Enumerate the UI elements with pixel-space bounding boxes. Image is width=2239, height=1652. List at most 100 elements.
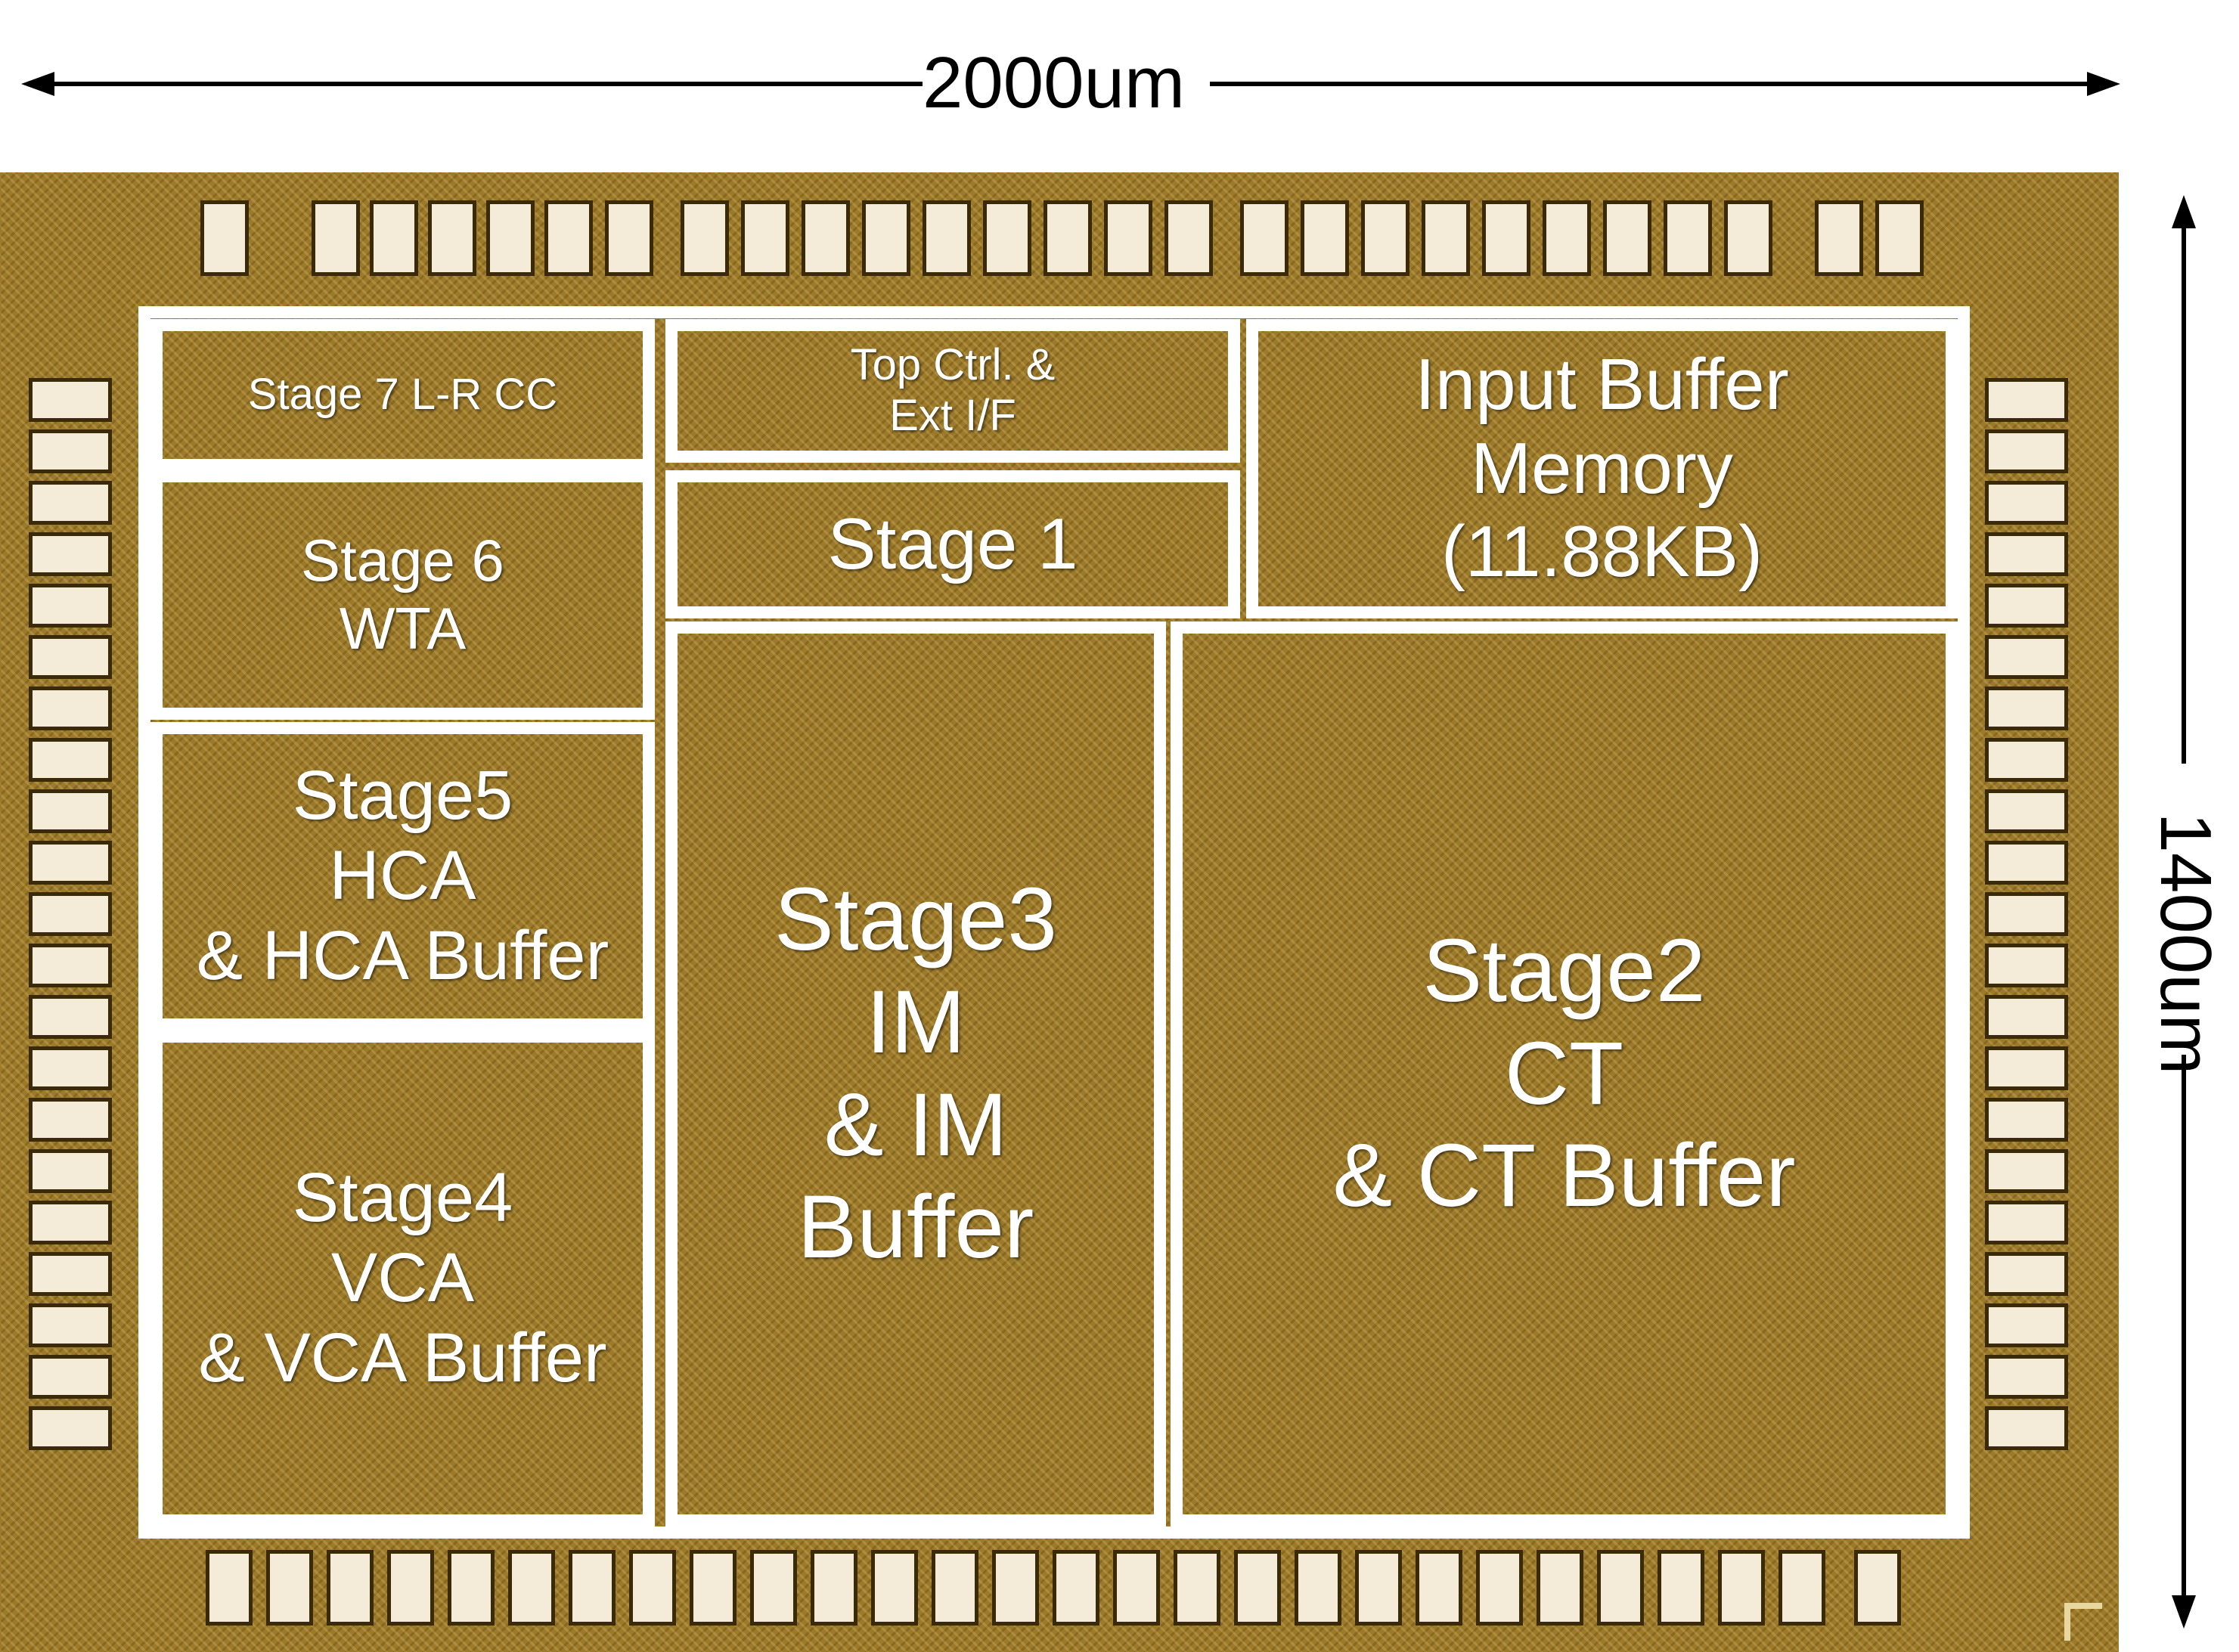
width-arrow-right-head [2087,72,2120,96]
bond-pad [1113,1550,1160,1626]
bond-pad [1985,532,2068,576]
bond-pad [1985,429,2068,473]
bond-pad [1854,1550,1901,1626]
bond-pad [750,1550,797,1626]
block-label-line: Stage4 [292,1159,513,1237]
bond-pad [486,200,535,276]
block-label-line: & IM [823,1074,1008,1175]
block-label-line: Stage 7 L-R CC [247,370,558,420]
bond-pad [370,200,418,276]
bond-pad [29,378,112,422]
bond-pad [1985,841,2068,885]
bond-pad [1543,200,1591,276]
bond-pad [200,200,249,276]
bond-pad [1815,200,1863,276]
bond-pad [1482,200,1530,276]
block-label-line: Input Buffer [1415,344,1789,426]
bond-pad [1985,892,2068,936]
bond-pad [1355,1550,1402,1626]
height-dimension-line-top [2182,219,2186,764]
bond-pad [206,1550,253,1626]
bond-pad [983,200,1031,276]
bond-pad [29,995,112,1039]
bond-pad [29,1149,112,1193]
bond-pad [29,841,112,885]
bond-pad [811,1550,857,1626]
height-dimension-line-bottom [2182,1055,2186,1599]
bond-pad [1985,378,2068,422]
chip-die [0,172,2119,1652]
bond-pad [569,1550,616,1626]
bond-pad [266,1550,313,1626]
width-dimension-line-left [45,82,923,86]
bond-pad [1718,1550,1765,1626]
block-label-line: Buffer [797,1177,1034,1278]
bond-pad [802,200,850,276]
bond-pad [1985,584,2068,628]
block-label-line: HCA [329,837,476,915]
bond-pad [605,200,653,276]
block-label-line: Stage5 [292,757,513,835]
bond-pad [1985,1046,2068,1090]
bond-pad [29,1252,112,1296]
bond-pad [1164,200,1213,276]
block-stage7-lr-cc: Stage 7 L-R CC [150,319,655,471]
bond-pad [29,738,112,782]
bond-pad [1537,1550,1583,1626]
bond-pad [871,1550,918,1626]
block-label-line: Stage3 [774,869,1057,970]
block-top-ctrl-ext-if: Top Ctrl. &Ext I/F [665,319,1240,463]
width-dimension-label: 2000um [923,42,1185,123]
block-label-line: CT [1504,1023,1624,1124]
bond-pad [1476,1550,1523,1626]
bond-pad [1234,1550,1281,1626]
bond-pad [29,789,112,833]
block-label-line: Stage2 [1422,920,1706,1021]
block-label-line: Memory [1471,427,1733,509]
block-label-line: Stage 6 [301,527,504,594]
bond-pad [1361,200,1409,276]
bond-pad [1985,944,2068,987]
bond-pad [1985,1201,2068,1244]
block-label-line: VCA [330,1239,475,1317]
bond-pad [923,200,971,276]
bond-pad [1985,1355,2068,1399]
bond-pad [1104,200,1152,276]
bond-pad [1295,1550,1341,1626]
bond-pad [312,200,360,276]
block-stage1: Stage 1 [665,470,1240,618]
bond-pad [1422,200,1470,276]
bond-pad [1985,481,2068,525]
bond-pad [1985,1406,2068,1450]
bond-pad [681,200,729,276]
bond-pad [1174,1550,1220,1626]
bond-pad [29,687,112,730]
bond-pad [29,481,112,525]
bond-pad [1603,200,1651,276]
bond-pad [862,200,910,276]
core-outline-frame [138,306,1970,1539]
block-label-line: & CT Buffer [1332,1126,1796,1226]
bond-pad [932,1550,978,1626]
bond-pad [29,635,112,679]
bond-pad [1985,995,2068,1039]
bond-pad [29,429,112,473]
bond-pad [741,200,789,276]
bond-pad [1664,200,1712,276]
bond-pad [448,1550,495,1626]
block-label-line: WTA [339,595,467,662]
bond-pad [1985,738,2068,782]
bond-pad [1597,1550,1644,1626]
bond-pad [992,1550,1039,1626]
bond-pad [29,1303,112,1347]
bond-pad [327,1550,374,1626]
bond-pad [1053,1550,1099,1626]
bond-pad [29,892,112,936]
height-arrow-bottom-head [2172,1595,2196,1629]
bond-pad [1985,789,2068,833]
